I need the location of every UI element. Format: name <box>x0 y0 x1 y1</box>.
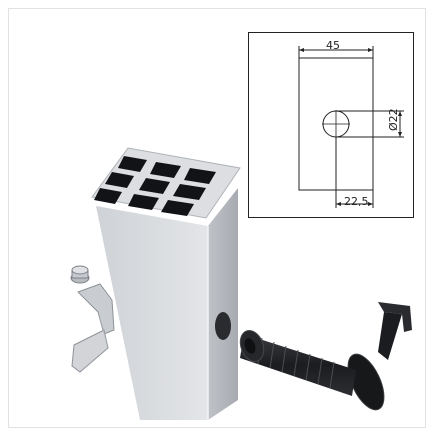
offset-dimension-label: 22,5 <box>344 195 369 208</box>
cam-bracket-icon <box>70 265 115 373</box>
diameter-dimension-label: Ø22 <box>387 108 400 131</box>
product-image-frame <box>8 8 426 428</box>
dimension-drawing <box>248 32 414 218</box>
width-dimension-label: 45 <box>326 39 340 52</box>
cam-lock-icon <box>239 302 412 411</box>
aluminium-post-icon <box>91 147 241 420</box>
